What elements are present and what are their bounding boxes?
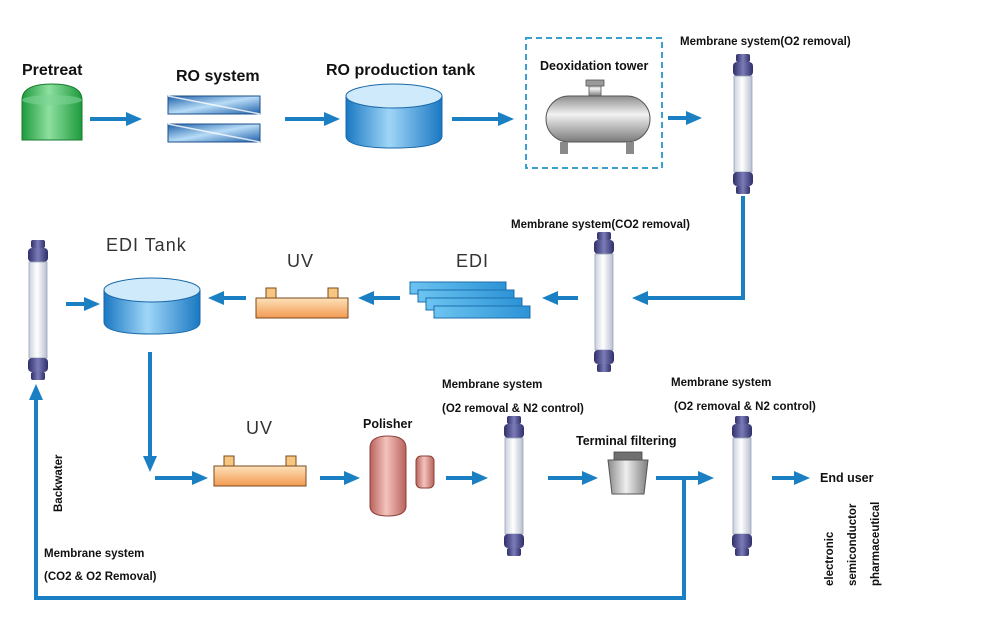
arrow-head: [582, 471, 598, 485]
label-ro-production-tank: RO production tank: [326, 62, 475, 79]
arrow-head: [192, 471, 208, 485]
label-deoxidation-tower: Deoxidation tower: [540, 59, 648, 73]
ro-production-tank: [345, 83, 443, 149]
arrow-head: [698, 471, 714, 485]
label-uv-bottom: UV: [246, 418, 273, 438]
ro-system-modules: [167, 95, 261, 143]
label-user-electronic: electronic: [824, 531, 836, 586]
arrow-o2membrane-co2membrane: [646, 196, 745, 300]
membrane-co2-o2-removal: [27, 239, 49, 381]
arrow-head: [498, 112, 514, 126]
arrow-head: [324, 112, 340, 126]
label-membrane-n2-b-line1: Membrane system: [671, 377, 771, 389]
arrow-head: [358, 291, 374, 305]
edi-tank: [103, 277, 201, 335]
membrane-o2-n2-control-a: [503, 415, 525, 557]
label-membrane-o2: Membrane system(O2 removal): [680, 36, 851, 48]
label-user-semiconductor: semiconductor: [847, 503, 859, 586]
arrow-head: [126, 112, 142, 126]
arrow-head: [344, 471, 360, 485]
flow-lines: [29, 111, 810, 600]
backwater-loop-line: [34, 398, 686, 600]
label-edi: EDI: [456, 251, 489, 271]
label-backwater: Backwater: [53, 454, 65, 512]
arrow-head: [632, 291, 648, 305]
label-pretreat: Pretreat: [22, 62, 83, 79]
deoxidation-tower: [525, 37, 663, 169]
label-membrane-n2-a-line2: (O2 removal & N2 control): [442, 403, 584, 415]
label-edi-tank: EDI Tank: [106, 235, 187, 255]
label-ro-system: RO system: [176, 68, 260, 85]
uv-unit-top: [255, 287, 349, 319]
arrow-head: [686, 111, 702, 125]
label-polisher: Polisher: [363, 417, 412, 431]
label-membrane-n2-a-line1: Membrane system: [442, 379, 542, 391]
label-terminal-filtering: Terminal filtering: [576, 434, 676, 448]
arrow-head: [794, 471, 810, 485]
uv-unit-bottom: [213, 455, 307, 487]
edi-modules: [409, 281, 531, 319]
pretreat-tank: [21, 83, 83, 141]
arrow-head: [542, 291, 558, 305]
membrane-co2-removal: [593, 231, 615, 373]
arrow-head: [208, 291, 224, 305]
arrow-head: [29, 384, 43, 400]
membrane-o2-removal: [732, 53, 754, 195]
label-membrane-n2-b-line2: (O2 removal & N2 control): [674, 401, 816, 413]
membrane-o2-n2-control-b: [731, 415, 753, 557]
label-membrane-co2o2-line2: (CO2 & O2 Removal): [44, 571, 157, 583]
dashed-boundary: [525, 37, 663, 169]
terminal-filter: [607, 451, 649, 495]
label-uv-top: UV: [287, 251, 314, 271]
label-user-pharmaceutical: pharmaceutical: [870, 502, 882, 586]
label-end-user: End user: [820, 471, 874, 485]
arrow-head: [472, 471, 488, 485]
arrow-head: [84, 297, 100, 311]
polisher-vessels: [369, 435, 435, 517]
arrow-head: [143, 456, 157, 472]
label-membrane-co2: Membrane system(CO2 removal): [511, 219, 690, 231]
label-membrane-co2o2-line1: Membrane system: [44, 548, 144, 560]
